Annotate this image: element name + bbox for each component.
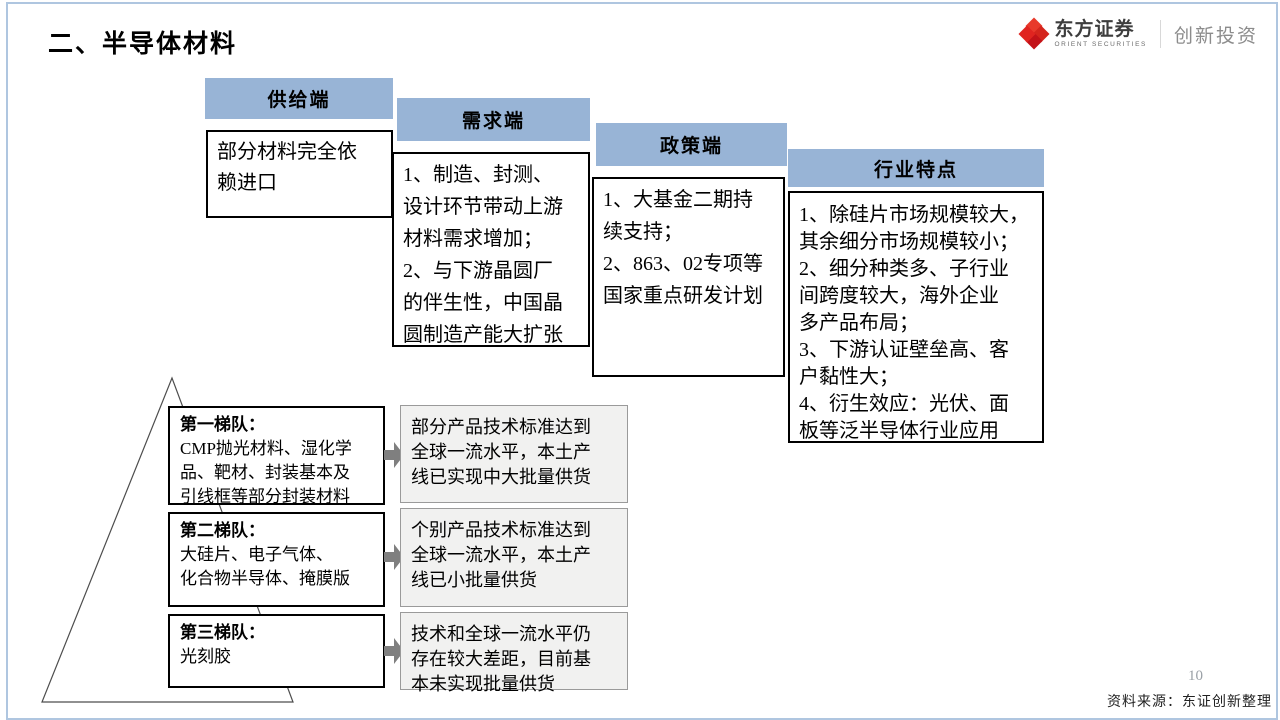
tier-3-box: 第三梯队： 光刻胶 <box>168 614 385 688</box>
tier-3-items: 光刻胶 <box>180 647 231 666</box>
body-industry-traits: 1、除硅片市场规模较大， 其余细分市场规模较小； 2、细分种类多、子行业 间跨度… <box>788 191 1044 443</box>
body-demand-side: 1、制造、封测、 设计环节带动上游 材料需求增加； 2、与下游晶圆厂 的伴生性，… <box>392 152 590 347</box>
logo-name-en: ORIENT SECURITIES <box>1054 41 1147 48</box>
tier-2-box: 第二梯队： 大硅片、电子气体、 化合物半导体、掩膜版 <box>168 512 385 607</box>
source-note: 资料来源：东证创新整理 <box>1107 695 1272 710</box>
body-supply-side: 部分材料完全依 赖进口 <box>206 130 393 218</box>
tier-1-box: 第一梯队： CMP抛光材料、湿化学 品、靶材、封装基本及 引线框等部分封装材料 <box>168 406 385 506</box>
tier-1-items: CMP抛光材料、湿化学 品、靶材、封装基本及 引线框等部分封装材料 <box>180 439 352 506</box>
page-title: 二、半导体材料 <box>48 31 238 58</box>
tier-2-label: 第二梯队： <box>180 521 265 540</box>
logo-sub-brand: 创新投资 <box>1173 25 1258 47</box>
tier-1-label: 第一梯队： <box>180 415 265 434</box>
page-number: 10 <box>1188 668 1203 684</box>
tier-2-result-box: 个别产品技术标准达到 全球一流水平，本土产 线已小批量供货 <box>400 508 628 607</box>
header-supply-side: 供给端 <box>205 78 393 119</box>
header-demand-side: 需求端 <box>397 98 590 141</box>
logo-name-cn: 东方证券 <box>1054 19 1135 40</box>
tier-1-result-box: 部分产品技术标准达到 全球一流水平，本土产 线已实现中大批量供货 <box>400 405 628 503</box>
body-policy-side: 1、大基金二期持 续支持； 2、863、02专项等 国家重点研发计划 <box>592 177 785 377</box>
header-policy-side: 政策端 <box>596 123 787 166</box>
orient-securities-diamond-icon <box>1018 17 1050 50</box>
header-industry-traits: 行业特点 <box>788 149 1044 187</box>
tier-2-items: 大硅片、电子气体、 化合物半导体、掩膜版 <box>180 545 350 588</box>
tier-3-label: 第三梯队： <box>180 623 265 642</box>
logo-wordmark: 东方证券 ORIENT SECURITIES <box>1055 20 1147 49</box>
tier-3-result-box: 技术和全球一流水平仍 存在较大差距，目前基 本未实现批量供货 <box>400 612 628 694</box>
logo-divider <box>1159 20 1161 49</box>
company-logo: 东方证券 ORIENT SECURITIES 创新投资 <box>1018 17 1258 50</box>
